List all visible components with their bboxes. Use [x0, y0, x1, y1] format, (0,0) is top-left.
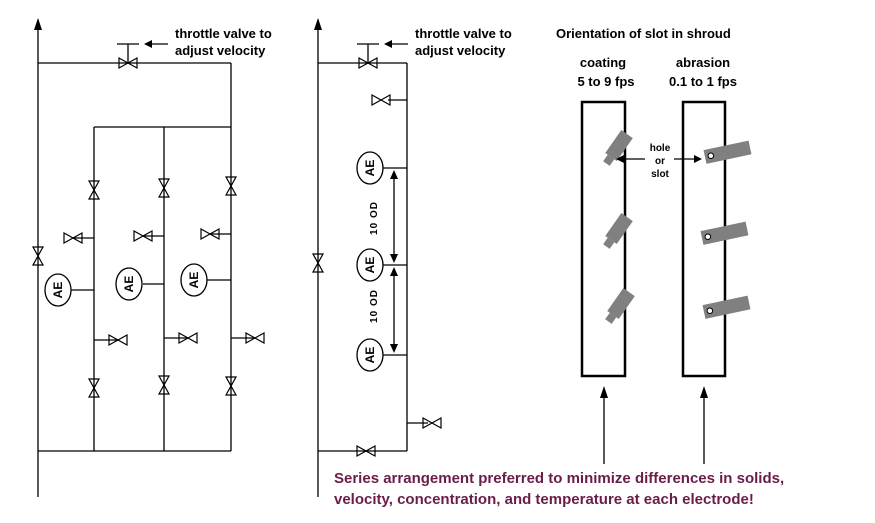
dimension-arrow-icon — [390, 254, 398, 263]
electrode-label: AE — [363, 257, 377, 274]
throttle-label-mid-line2: adjust velocity — [415, 43, 506, 58]
coating-speed: 5 to 9 fps — [577, 74, 634, 89]
footer-line1: Series arrangement preferred to minimize… — [334, 470, 785, 487]
coating-probe-3 — [605, 288, 635, 324]
spacing-label-lower: 10 OD — [369, 289, 380, 323]
coating-probe-1 — [603, 130, 633, 166]
electrode-ae-left-2: AE — [115, 267, 143, 301]
dimension-arrow-icon — [390, 170, 398, 179]
electrode-label: AE — [122, 276, 136, 293]
electrode-ae-series-3: AE — [356, 338, 384, 372]
abrasion-speed: 0.1 to 1 fps — [669, 74, 737, 89]
flow-arrow-abrasion-icon — [700, 386, 708, 398]
electrode-label: AE — [363, 347, 377, 364]
flow-arrow-coating-icon — [600, 386, 608, 398]
electrode-label: AE — [51, 282, 65, 299]
electrode-label: AE — [187, 272, 201, 289]
footer-note: Series arrangement preferred to minimize… — [334, 468, 864, 510]
electrode-ae-left-1: AE — [44, 273, 72, 307]
abrasion-probe-1 — [703, 140, 752, 164]
vent-valve-mid-icon[interactable] — [371, 94, 391, 106]
throttle-label-mid-line1: throttle valve to — [415, 26, 512, 41]
electrode-ae-left-3: AE — [180, 263, 208, 297]
throttle-label-left-line2: adjust velocity — [175, 43, 266, 58]
throttle-label-left-line1: throttle valve to — [175, 26, 272, 41]
coating-probe-2 — [603, 213, 633, 249]
electrode-ae-series-1: AE — [356, 151, 384, 185]
series-arrangement — [314, 18, 428, 497]
coating-title: coating — [580, 55, 626, 70]
hole-label-line2: or — [655, 156, 665, 167]
dimension-arrow-icon — [390, 267, 398, 276]
spacing-label-upper: 10 OD — [369, 201, 380, 235]
hole-slot-callout: hole or slot — [616, 143, 702, 180]
throttle-label-mid: throttle valve to adjust velocity — [384, 26, 512, 58]
hole-label-line3: slot — [651, 169, 669, 180]
hole-label-line1: hole — [650, 143, 671, 154]
electrode-label: AE — [363, 160, 377, 177]
abrasion-title: abrasion — [676, 55, 730, 70]
dimension-arrow-icon — [390, 344, 398, 353]
parallel-arrangement — [34, 18, 255, 497]
throttle-label-left: throttle valve to adjust velocity — [144, 26, 272, 58]
orientation-title: Orientation of slot in shroud — [556, 26, 731, 41]
footer-line2: velocity, concentration, and temperature… — [334, 491, 754, 508]
electrode-ae-series-2: AE — [356, 248, 384, 282]
abrasion-probe-2 — [700, 221, 749, 245]
abrasion-probe-3 — [702, 295, 751, 319]
flow-arrows — [603, 392, 705, 464]
